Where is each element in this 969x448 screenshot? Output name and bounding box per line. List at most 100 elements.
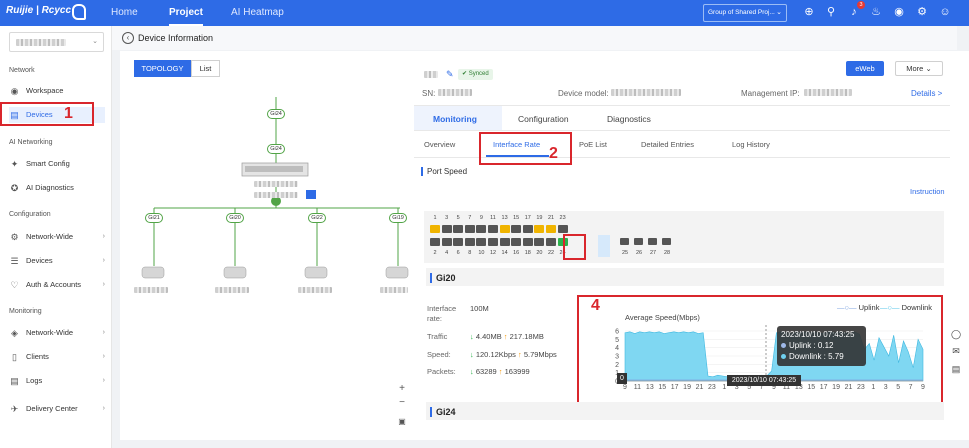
legend-downlink[interactable]: —○— Downlink (880, 303, 932, 312)
x-tick-label: 13 (795, 384, 803, 391)
port-number: 18 (524, 250, 531, 256)
port-number: 19 (536, 215, 543, 221)
port-26[interactable] (634, 238, 643, 245)
port-11[interactable] (488, 225, 498, 233)
add-icon[interactable]: ⊕ (804, 6, 814, 18)
port-24[interactable] (557, 238, 568, 246)
feedback-icon[interactable]: ✉ (952, 346, 960, 356)
back-arrow-icon[interactable]: ‹ (122, 32, 134, 44)
more-button[interactable]: More ⌄ (895, 61, 943, 76)
port-28[interactable] (662, 238, 671, 245)
sidebar-item-workspace[interactable]: ◉ Workspace (9, 83, 105, 99)
y-tick-label: 5 (615, 337, 619, 344)
port-6[interactable] (453, 238, 464, 246)
x-tick-label: 9 (772, 384, 776, 391)
port-27[interactable] (648, 238, 657, 245)
port-21[interactable] (546, 225, 556, 233)
port-9[interactable] (476, 225, 487, 233)
traffic-up: 217.18MB (509, 332, 544, 341)
packets-values: ↓ 63289 ↑ 163999 (470, 367, 530, 376)
search-icon[interactable]: ⚲ (826, 6, 836, 18)
subtab-poe-list[interactable]: PoE List (579, 140, 607, 149)
sidebar-item-devices[interactable]: ▤ Devices (9, 107, 105, 123)
topology-view-button[interactable]: TOPOLOGY (134, 60, 191, 77)
x-tick-label: 23 (857, 384, 865, 391)
port-12[interactable] (488, 238, 498, 246)
port-1[interactable] (430, 225, 440, 233)
nav-tab-home[interactable]: Home (111, 7, 138, 18)
subtab-log-history[interactable]: Log History (732, 140, 770, 149)
port-13[interactable] (499, 225, 510, 233)
list-view-button[interactable]: List (191, 60, 220, 77)
port-22[interactable] (546, 238, 556, 246)
zoom-in-button[interactable]: + (399, 383, 405, 394)
port-5[interactable] (453, 225, 464, 233)
project-select[interactable]: ⌄ (9, 32, 104, 52)
port-20[interactable] (534, 238, 545, 246)
tab-monitoring[interactable]: Monitoring (433, 114, 477, 124)
nav-tab-ai-heatmap[interactable]: AI Heatmap (231, 7, 284, 18)
fit-view-icon[interactable]: ▣ (398, 417, 406, 426)
subtab-detailed-entries[interactable]: Detailed Entries (641, 140, 694, 149)
user-icon[interactable]: ☺ (939, 6, 951, 18)
port-number: 16 (513, 250, 520, 256)
port-15[interactable] (511, 225, 522, 233)
sidebar-item-smart-config[interactable]: ✦ Smart Config (9, 156, 105, 172)
sidebar-item-network-wide-monitoring[interactable]: ◈ Network-Wide › (9, 325, 105, 341)
sidebar-item-delivery-center[interactable]: ✈ Delivery Center › (9, 401, 105, 417)
port-7[interactable] (464, 225, 475, 233)
nav-tab-project[interactable]: Project (169, 7, 203, 26)
port-23[interactable] (557, 225, 568, 233)
tooltip-uplink: Uplink : 0.12 (781, 340, 862, 351)
x-tick-label: 21 (845, 384, 853, 391)
sidebar-item-logs[interactable]: ▤ Logs › (9, 373, 105, 389)
port-number: 20 (536, 250, 543, 256)
gear-icon[interactable]: ⚙ (917, 6, 927, 18)
chat-icon[interactable]: ◯ (950, 329, 962, 339)
subtab-interface-rate[interactable]: Interface Rate (493, 140, 541, 149)
edit-icon[interactable]: ✎ (446, 69, 454, 79)
port-16[interactable] (511, 238, 522, 246)
port-3[interactable] (441, 225, 452, 233)
port-number: 23 (559, 215, 566, 221)
zoom-out-button[interactable]: − (399, 397, 405, 408)
x-tick-label: 9 (623, 384, 627, 391)
group-select[interactable]: Group of Shared Proj... ⌄ (703, 4, 787, 22)
alert-icon[interactable]: ♨ (871, 6, 881, 18)
details-link[interactable]: Details > (911, 89, 943, 98)
sidebar-item-ai-diagnostics[interactable]: ✪ AI Diagnostics (9, 180, 105, 196)
sidebar-item-label: Network-Wide (26, 328, 74, 337)
port-tag-gi20[interactable]: Gi20 (226, 213, 244, 223)
port-14[interactable] (499, 238, 510, 246)
notes-icon[interactable]: ▤ (951, 364, 961, 374)
port-tag-gi22[interactable]: Gi22 (308, 213, 326, 223)
port-tag-gi19[interactable]: Gi19 (389, 213, 407, 223)
sidebar-item-network-wide-config[interactable]: ⚙ Network-Wide › (9, 229, 105, 245)
tab-diagnostics[interactable]: Diagnostics (607, 114, 651, 124)
sidebar-item-auth-accounts[interactable]: ♡ Auth & Accounts › (9, 277, 105, 293)
bell-icon[interactable]: ♪ (851, 6, 857, 18)
port-tag-gi21[interactable]: Gi21 (145, 213, 163, 223)
port-4[interactable] (441, 238, 452, 246)
instructions-link[interactable]: Instruction (910, 187, 945, 196)
tab-configuration[interactable]: Configuration (518, 114, 569, 124)
globe-icon[interactable]: ◉ (894, 6, 904, 18)
sidebar-item-clients[interactable]: ▯ Clients › (9, 349, 105, 365)
switch-icon (241, 162, 309, 177)
port-10[interactable] (476, 238, 487, 246)
gi24-title: Gi24 (436, 407, 456, 417)
eweb-button[interactable]: eWeb (846, 61, 884, 76)
port-2[interactable] (430, 238, 440, 246)
sidebar-item-devices-config[interactable]: ☰ Devices › (9, 253, 105, 269)
subtab-overview[interactable]: Overview (424, 140, 456, 149)
y-tick-label: 3 (615, 354, 619, 361)
legend-uplink[interactable]: —○— Uplink (837, 303, 879, 312)
port-tag-gi24-upper[interactable]: Gi24 (267, 109, 285, 119)
port-19[interactable] (534, 225, 545, 233)
port-tag-gi24-lower[interactable]: Gi24 (267, 144, 285, 154)
port-8[interactable] (464, 238, 475, 246)
port-25[interactable] (620, 238, 629, 245)
port-17[interactable] (522, 225, 533, 233)
brand-logo[interactable]: Ruijie | Rcycc (6, 5, 72, 16)
port-18[interactable] (522, 238, 533, 246)
